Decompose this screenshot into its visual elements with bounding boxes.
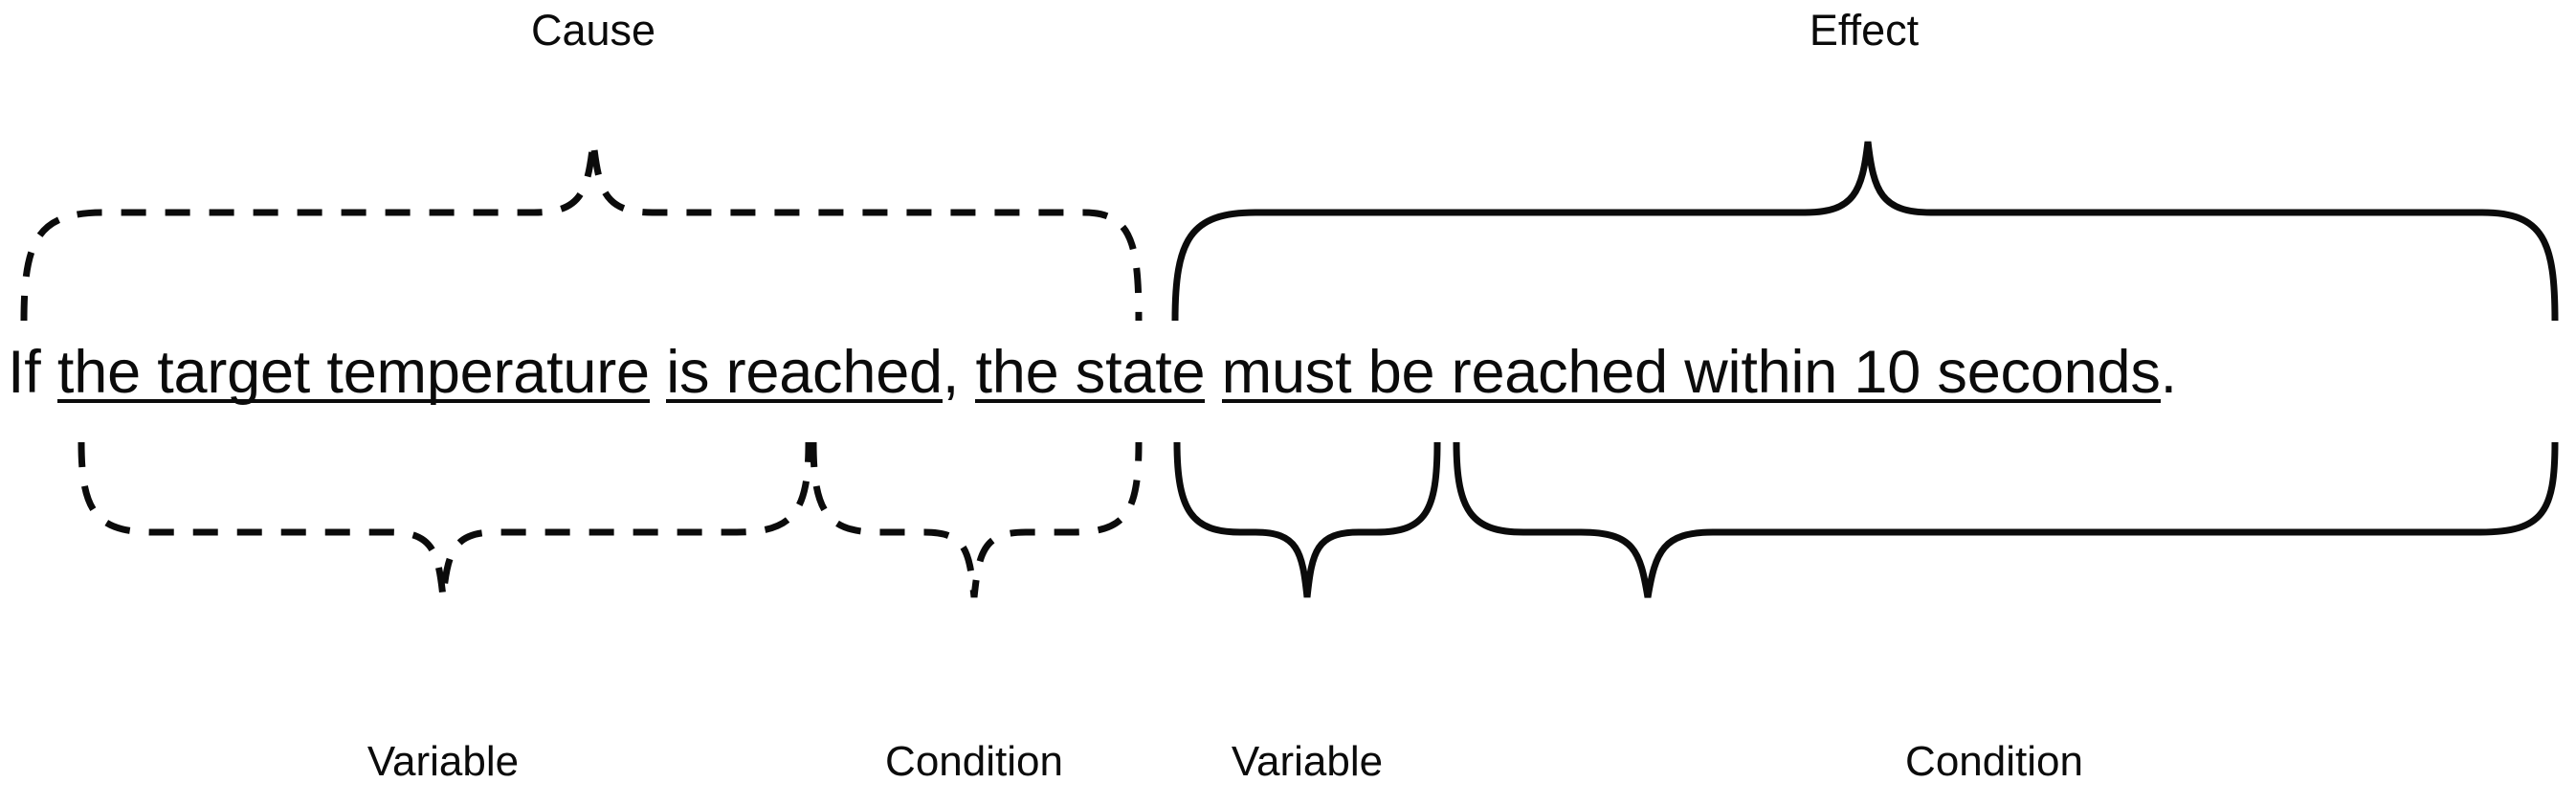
sentence-segment-condition-cause: is reached — [666, 329, 943, 415]
sentence-segment-condition-effect: must be reached within 10 seconds — [1221, 329, 2161, 415]
part-label-condition-cause: Condition (Cause) — [783, 639, 1166, 805]
sentence-segment-lead-word: If — [8, 339, 57, 406]
brace-condition-cause-bottom — [810, 441, 1143, 598]
sentence-segment-comma: , — [942, 339, 976, 406]
part-label-condition-effect-line1: Condition — [1905, 738, 2083, 786]
sentence-segment-variable-cause: the target temperature — [56, 329, 650, 415]
part-label-variable-cause-line1: Variable — [366, 738, 520, 786]
brace-cause-top — [20, 141, 1143, 322]
brace-variable-cause-bottom — [78, 441, 812, 598]
part-label-variable-effect-line1: Variable — [1231, 738, 1384, 786]
part-label-variable-cause: Variable (Cause) — [252, 639, 634, 805]
group-label-effect: Effect — [1809, 6, 1920, 55]
brace-variable-effect-bottom — [1173, 441, 1441, 598]
brace-condition-effect-bottom — [1453, 441, 2559, 598]
annotated-sentence: If the target temperature is reached, th… — [8, 329, 2576, 415]
sentence-segment-space-1 — [650, 329, 666, 415]
part-label-variable-effect: Variable (Effect) — [1116, 639, 1499, 805]
group-label-cause: Cause — [530, 6, 656, 55]
sentence-segment-period: . — [2160, 339, 2178, 406]
sentence-segment-variable-effect: the state — [975, 329, 1206, 415]
part-label-condition-cause-line1: Condition — [885, 738, 1063, 786]
sentence-segment-space-2 — [1205, 329, 1221, 415]
brace-effect-top — [1171, 141, 2559, 322]
part-label-condition-effect: Condition (Effect) — [1803, 639, 2186, 805]
